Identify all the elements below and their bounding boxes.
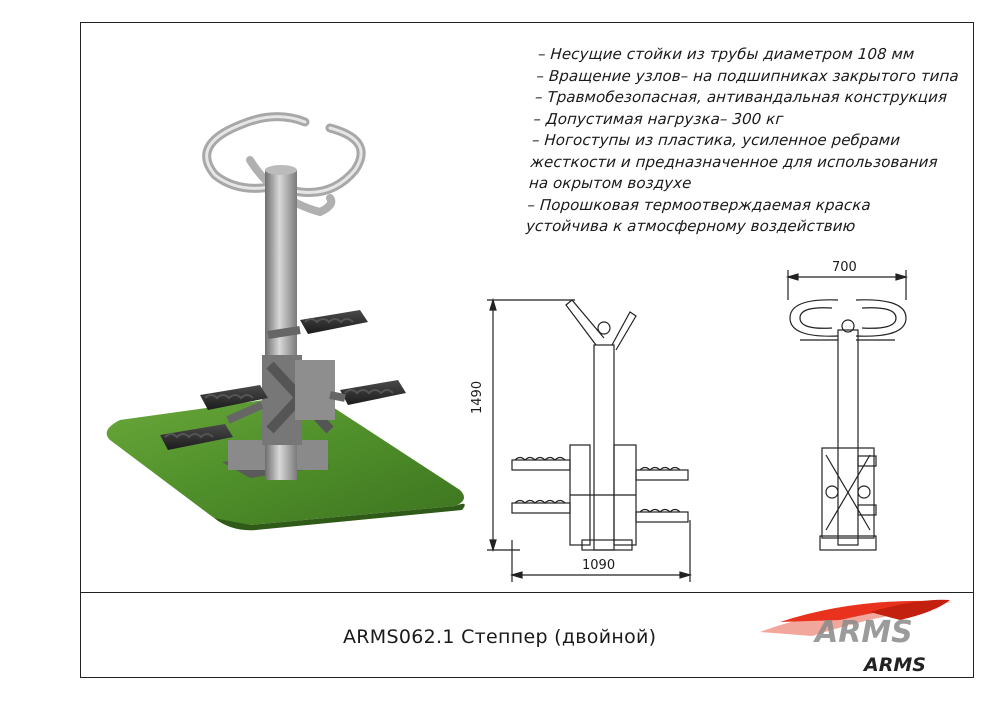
product-title: ARMS062.1 Степпер (двойной) <box>343 626 657 648</box>
dimension-height-label: 1490 <box>470 380 485 414</box>
spec-item: – Порошковая термоотверждаемая краска ус… <box>525 195 872 236</box>
drawing-frame <box>80 22 974 678</box>
spec-item: – Вращение узлов– на подшипниках закрыто… <box>535 66 960 85</box>
dimension-width-side-label: 1090 <box>582 558 616 573</box>
pedal-mid-right <box>340 380 406 405</box>
spec-item: – Допустимая нагрузка– 300 кг <box>532 109 785 128</box>
spec-item: – Ногоступы из пластика, усиленное ребра… <box>528 131 939 192</box>
dimension-width-front-label: 700 <box>832 260 857 275</box>
spec-item: – Травмобезопасная, антивандальная конст… <box>534 88 948 106</box>
specifications-list: – Несущие стойки из трубы диаметром 108 … <box>525 44 969 238</box>
pedal-upper-right <box>300 310 368 334</box>
title-block-divider <box>80 592 974 593</box>
pedal-lower-left <box>160 424 233 450</box>
pedal-mid-left <box>200 385 268 410</box>
spec-item: – Несущие стойки из трубы диаметром 108 … <box>537 45 916 63</box>
